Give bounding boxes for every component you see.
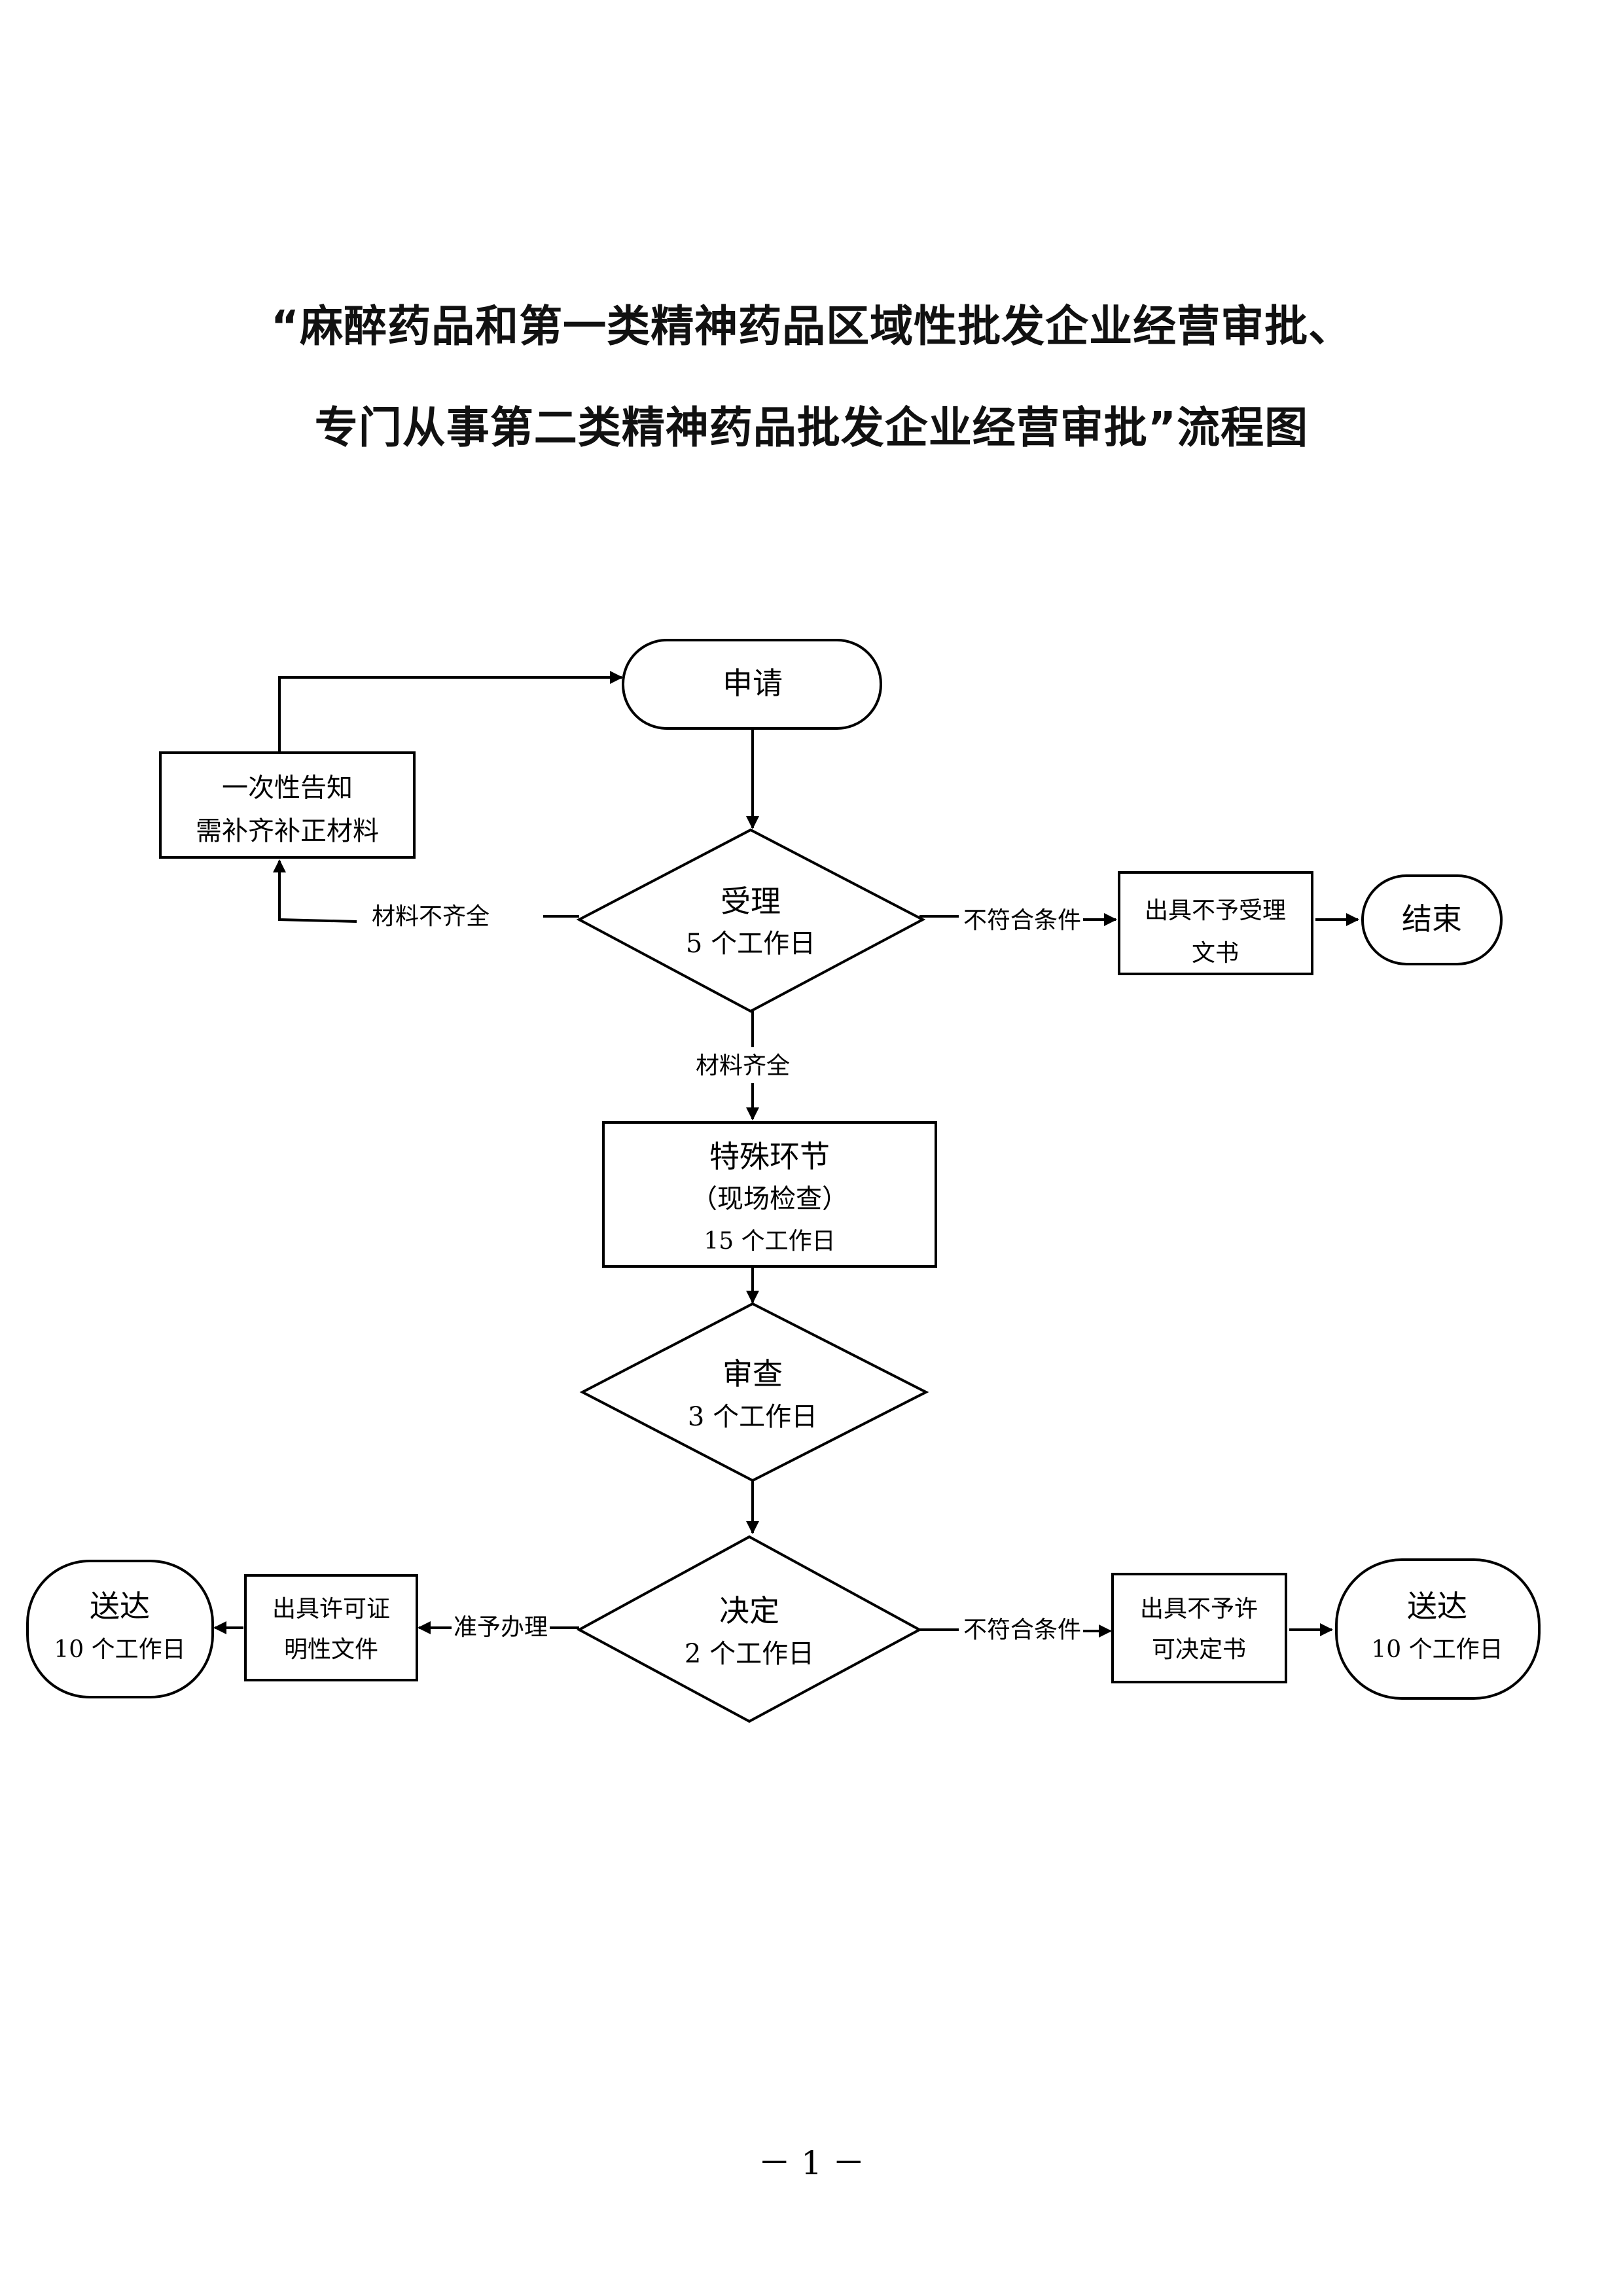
node-deliver-right-line2: 10 个工作日 xyxy=(1371,1636,1503,1663)
edge-incomplete-to-notify-2 xyxy=(273,859,357,923)
node-accept-line1: 受理 xyxy=(721,884,781,919)
node-decide xyxy=(576,1535,923,1723)
node-notify-line1: 一次性告知 xyxy=(222,773,353,803)
node-review-line1: 审查 xyxy=(722,1356,783,1391)
node-special-line2: （现场检查） xyxy=(691,1184,848,1214)
node-deliver-left-line1: 送达 xyxy=(90,1588,150,1624)
node-reject-accept xyxy=(1118,871,1313,975)
edge-label-not-qualified-2: 不符合条件 xyxy=(963,1617,1081,1643)
node-apply xyxy=(622,639,882,730)
node-end xyxy=(1361,874,1503,965)
node-reject-accept-line2: 文书 xyxy=(1192,940,1239,967)
node-apply-label: 申请 xyxy=(722,666,783,701)
node-deny-doc-line1: 出具不予许 xyxy=(1140,1596,1258,1623)
node-end-label: 结束 xyxy=(1402,901,1462,937)
node-reject-accept-line1: 出具不予受理 xyxy=(1145,897,1286,924)
node-review xyxy=(579,1302,929,1482)
page-title-line-2: 专门从事第二类精神药品批发企业经营审批”流程图 xyxy=(314,403,1309,453)
edge-label-not-qualified-1: 不符合条件 xyxy=(963,907,1081,934)
node-permit-doc-line2: 明性文件 xyxy=(284,1636,378,1663)
node-deny-doc-line2: 可决定书 xyxy=(1152,1636,1246,1663)
node-special-line3: 15 个工作日 xyxy=(704,1228,835,1255)
page-number: － 1 － xyxy=(758,2144,865,2182)
node-decide-line1: 决定 xyxy=(719,1593,779,1628)
node-deny-doc xyxy=(1111,1573,1287,1683)
edge-label-incomplete: 材料不齐全 xyxy=(372,903,490,930)
node-deliver-left xyxy=(26,1560,214,1698)
node-deliver-right-line1: 送达 xyxy=(1407,1588,1467,1624)
node-accept xyxy=(576,828,926,1013)
node-review-line2: 3 个工作日 xyxy=(688,1402,817,1432)
edge-label-complete: 材料齐全 xyxy=(696,1052,790,1079)
edge-notify-to-apply xyxy=(278,671,623,753)
node-deliver-right xyxy=(1335,1558,1541,1700)
node-accept-line2: 5 个工作日 xyxy=(686,929,815,959)
node-permit-doc-line1: 出具许可证 xyxy=(272,1596,390,1623)
node-permit-doc xyxy=(244,1574,418,1681)
node-notify-line2: 需补齐补正材料 xyxy=(196,816,379,846)
node-decide-line2: 2 个工作日 xyxy=(685,1639,814,1669)
node-special xyxy=(602,1121,937,1268)
node-deliver-left-line2: 10 个工作日 xyxy=(54,1636,185,1663)
page-title-line-1: “麻醉药品和第一类精神药品区域性批发企业经营审批、 xyxy=(270,301,1353,351)
edge-label-approve: 准予办理 xyxy=(454,1614,548,1641)
node-notify xyxy=(159,751,416,859)
node-special-line1: 特殊环节 xyxy=(709,1139,830,1174)
